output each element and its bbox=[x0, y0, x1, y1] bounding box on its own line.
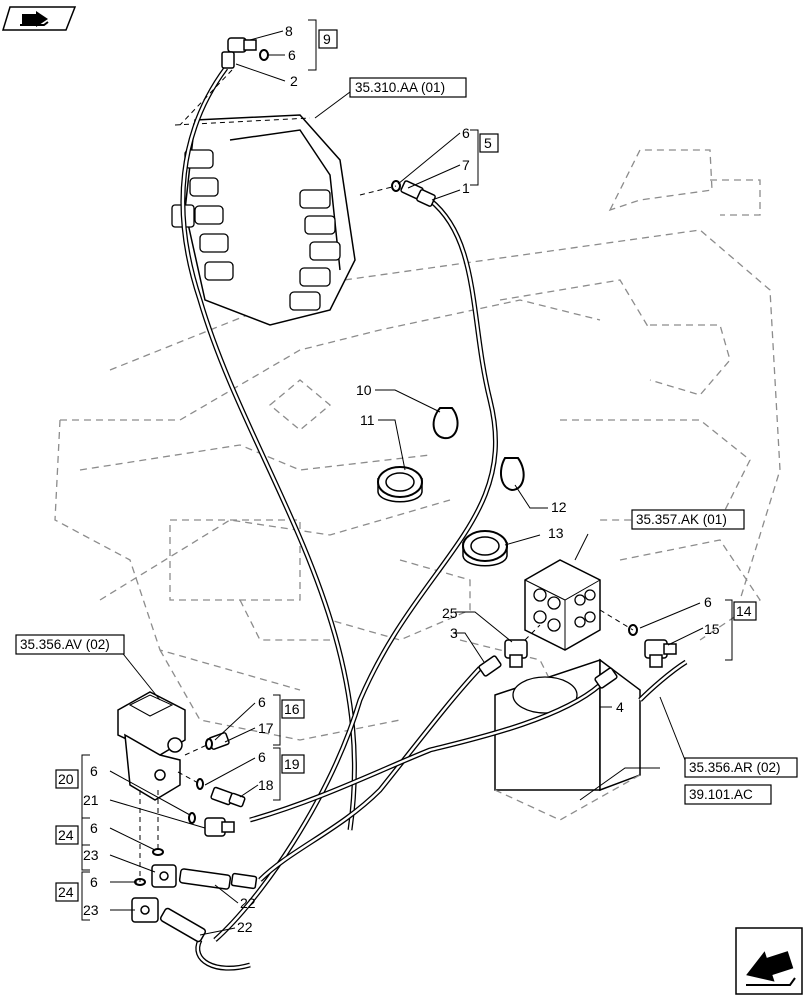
callout-17: 17 bbox=[258, 720, 274, 736]
callout-25: 25 bbox=[442, 605, 458, 621]
manifold-block bbox=[524, 559, 601, 651]
reference-label: 39.101.AC bbox=[689, 787, 753, 802]
callout-23: 23 bbox=[83, 847, 99, 863]
fitting-7 bbox=[400, 180, 436, 207]
callout-3: 3 bbox=[450, 625, 458, 641]
callout-22: 22 bbox=[240, 895, 256, 911]
tank-block bbox=[494, 658, 641, 821]
callout-15: 15 bbox=[704, 621, 720, 637]
fitting-3 bbox=[478, 655, 502, 677]
group-box-20: 20 bbox=[58, 771, 74, 787]
clamp-12 bbox=[499, 457, 525, 492]
callout-23: 23 bbox=[83, 902, 99, 918]
hose-4 bbox=[249, 683, 602, 823]
group-box-24: 24 bbox=[58, 827, 74, 843]
hose-1 bbox=[213, 198, 498, 942]
callout-13: 13 bbox=[548, 525, 564, 541]
callout-21: 21 bbox=[83, 792, 99, 808]
main-control-valve bbox=[171, 114, 356, 326]
clamp-10 bbox=[432, 407, 459, 440]
o-rings-6 bbox=[134, 738, 213, 886]
grommet-13 bbox=[462, 530, 508, 567]
callout-6: 6 bbox=[90, 874, 98, 890]
reference-label: 35.356.AR (02) bbox=[689, 760, 781, 775]
reference-label: 35.357.AK (01) bbox=[636, 512, 727, 527]
elbow-23b bbox=[131, 897, 159, 923]
group-box-19: 19 bbox=[284, 756, 300, 772]
tee-fitting-15 bbox=[644, 639, 677, 668]
reference-label: 35.356.AV (02) bbox=[20, 637, 110, 652]
callout-1: 1 bbox=[462, 180, 470, 196]
fitting-8 bbox=[221, 37, 257, 69]
fitting-4 bbox=[594, 667, 618, 689]
hose-right bbox=[638, 659, 688, 702]
fitting-18 bbox=[210, 786, 246, 808]
reference-link-35-357-ak[interactable]: 35.357.AK (01) bbox=[631, 509, 745, 530]
group-number-boxes: 9 5 14 16 19 20 24 24 bbox=[55, 29, 757, 902]
o-ring-6 bbox=[259, 49, 269, 61]
pilot-valve bbox=[117, 691, 186, 801]
callout-4: 4 bbox=[616, 699, 624, 715]
elbow-21 bbox=[204, 817, 235, 837]
reference-link-39-101-ac[interactable]: 39.101.AC bbox=[684, 784, 772, 805]
callout-7: 7 bbox=[462, 157, 470, 173]
callout-6: 6 bbox=[288, 47, 296, 63]
hose-22 bbox=[195, 938, 251, 971]
group-box-24: 24 bbox=[58, 884, 74, 900]
callout-2: 2 bbox=[290, 73, 298, 89]
tee-fitting-25 bbox=[504, 639, 528, 668]
callout-6: 6 bbox=[462, 125, 470, 141]
reference-link-35-356-av[interactable]: 35.356.AV (02) bbox=[15, 634, 125, 655]
grommet-11 bbox=[377, 466, 423, 503]
callout-6: 6 bbox=[90, 763, 98, 779]
callout-6: 6 bbox=[258, 749, 266, 765]
group-box-14: 14 bbox=[736, 603, 752, 619]
callout-6: 6 bbox=[704, 594, 712, 610]
next-page-arrow-icon[interactable] bbox=[735, 927, 803, 995]
reference-link-35-310-aa[interactable]: 35.310.AA (01) bbox=[349, 77, 467, 98]
hose-2 bbox=[180, 66, 357, 831]
group-brackets bbox=[81, 19, 733, 921]
reference-label: 35.310.AA (01) bbox=[355, 80, 445, 95]
callout-8: 8 bbox=[285, 23, 293, 39]
elbow-23a bbox=[151, 864, 177, 888]
callout-10: 10 bbox=[356, 382, 372, 398]
callout-12: 12 bbox=[551, 499, 567, 515]
group-box-9: 9 bbox=[323, 31, 331, 47]
callout-6: 6 bbox=[258, 694, 266, 710]
callout-22: 22 bbox=[237, 919, 253, 935]
group-box-16: 16 bbox=[284, 701, 300, 717]
hose-end-22b bbox=[159, 907, 207, 943]
hose-end-22a bbox=[178, 868, 258, 890]
callout-11: 11 bbox=[360, 412, 375, 428]
book-arrow-icon[interactable] bbox=[1, 6, 77, 31]
group-box-5: 5 bbox=[484, 135, 492, 151]
leader-lines bbox=[109, 30, 704, 936]
callout-6: 6 bbox=[90, 820, 98, 836]
hose-3 bbox=[258, 666, 482, 882]
callout-18: 18 bbox=[258, 777, 274, 793]
reference-link-35-356-ar[interactable]: 35.356.AR (02) bbox=[684, 757, 798, 778]
callout-labels: 8 6 2 6 7 1 10 11 12 13 25 3 4 6 15 6 17… bbox=[83, 23, 720, 935]
